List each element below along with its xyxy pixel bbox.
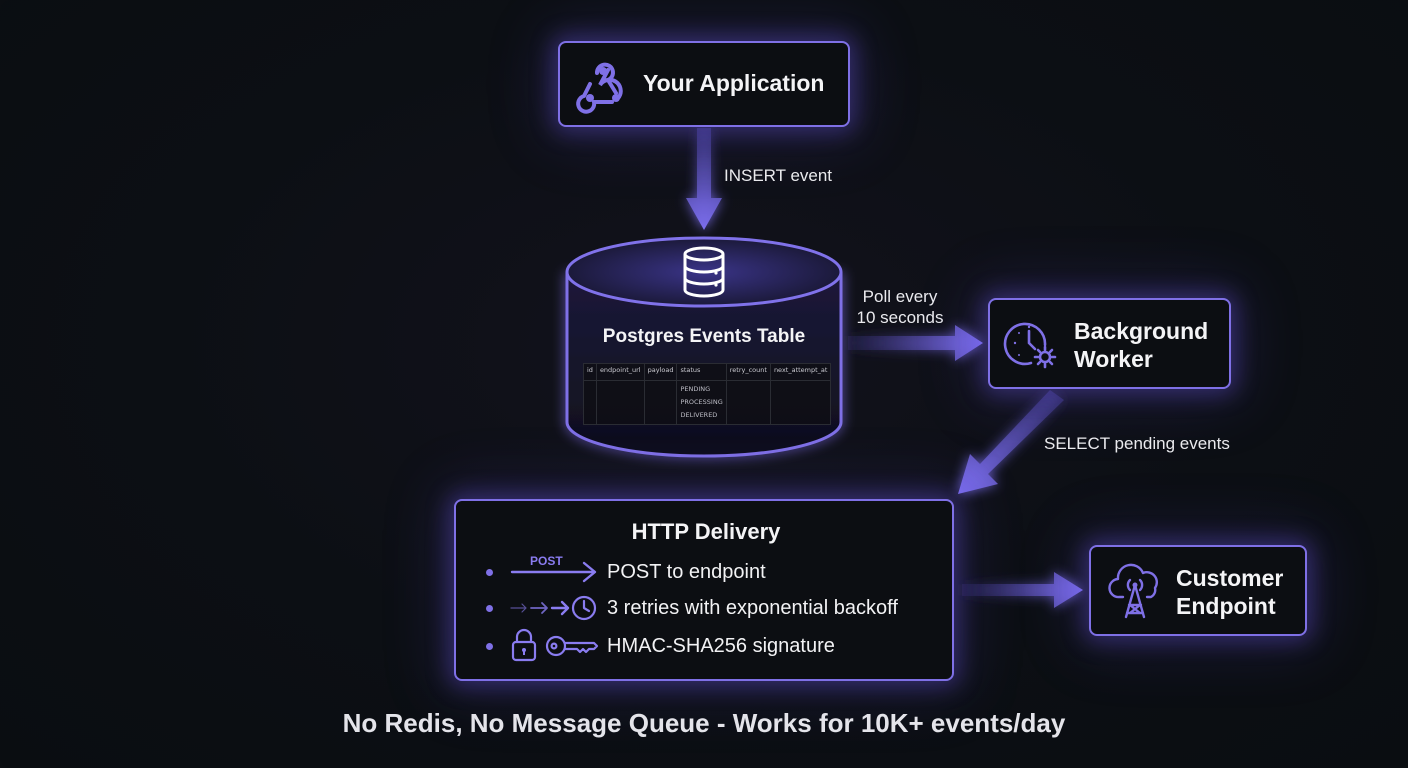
- http-delivery-title: HTTP Delivery: [631, 519, 781, 544]
- insert-event-label: INSERT event: [724, 166, 833, 185]
- worker-line-2: Worker: [1074, 346, 1153, 372]
- select-arrow: [958, 390, 1064, 494]
- delivery-item-signature: HMAC-SHA256 signature: [486, 628, 906, 662]
- footer-tagline: No Redis, No Message Queue - Works for 1…: [342, 708, 1066, 738]
- status-value: DELIVERED: [680, 411, 718, 419]
- bullet-dot: [486, 642, 493, 650]
- clock-gear-icon: [1003, 322, 1057, 369]
- customer-line-2: Endpoint: [1176, 593, 1276, 619]
- retry-clock-icon: [510, 595, 597, 621]
- bullet-dot: [486, 568, 493, 576]
- background-worker-title: Background Worker: [1074, 317, 1208, 373]
- delivery-item-text: POST to endpoint: [607, 560, 766, 583]
- customer-endpoint-node[interactable]: Customer Endpoint: [1089, 545, 1307, 636]
- your-application-node[interactable]: Your Application: [558, 41, 850, 127]
- lock-key-icon: [511, 628, 599, 662]
- delivery-item-text: HMAC-SHA256 signature: [607, 634, 835, 657]
- worker-line-1: Background: [1074, 318, 1209, 344]
- postgres-title: Postgres Events Table: [602, 326, 806, 347]
- webhook-icon: [576, 62, 623, 114]
- poll-line-2: 10 seconds: [856, 308, 944, 327]
- column-header: endpoint_url: [596, 363, 645, 381]
- cloud-tower-icon: [1108, 563, 1158, 619]
- status-value: PROCESSING: [680, 398, 723, 406]
- post-arrow-icon: POST: [510, 554, 597, 583]
- customer-line-1: Customer: [1176, 565, 1284, 591]
- poll-interval-label: Poll every 10 seconds: [852, 286, 948, 328]
- column-header: next_attempt_at: [770, 363, 831, 381]
- events-table: id endpoint_url payload status retry_cou…: [583, 363, 832, 425]
- column-header: payload: [644, 363, 678, 381]
- svg-text:POST: POST: [530, 554, 563, 568]
- delivery-item-text: 3 retries with exponential backoff: [607, 596, 898, 619]
- column-header: retry_count: [726, 363, 771, 381]
- http-delivery-node[interactable]: HTTP Delivery: [454, 499, 954, 681]
- customer-endpoint-title: Customer Endpoint: [1176, 564, 1283, 620]
- column-header: status: [676, 363, 727, 381]
- delivery-item-retries: 3 retries with exponential backoff: [486, 593, 906, 623]
- poll-line-1: Poll every: [862, 287, 938, 306]
- delivery-item-post: POST POST to endpoint: [486, 554, 906, 587]
- select-pending-label: SELECT pending events: [1044, 434, 1230, 453]
- column-header: id: [583, 363, 597, 381]
- your-application-title: Your Application: [643, 70, 825, 96]
- database-icon: [683, 246, 725, 298]
- bullet-dot: [486, 604, 493, 612]
- deliver-arrow: [962, 572, 1083, 608]
- status-value: PENDING: [680, 385, 711, 393]
- insert-arrow: [686, 128, 722, 230]
- poll-arrow: [848, 325, 983, 361]
- background-worker-node[interactable]: Background Worker: [988, 298, 1231, 389]
